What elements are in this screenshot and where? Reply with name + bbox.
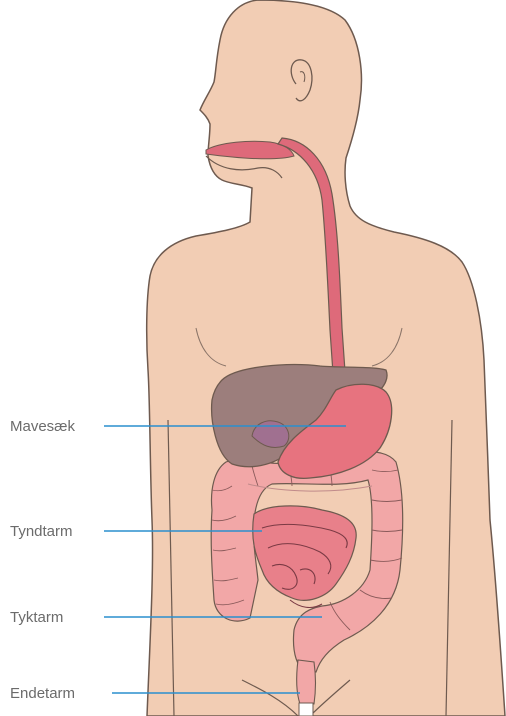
label-rectum: Endetarm xyxy=(10,685,75,702)
label-small-intestine: Tyndtarm xyxy=(10,523,73,540)
anal-canal xyxy=(299,703,313,716)
rectum xyxy=(297,660,316,704)
label-large-intestine: Tyktarm xyxy=(10,609,63,626)
label-stomach: Mavesæk xyxy=(10,418,76,435)
